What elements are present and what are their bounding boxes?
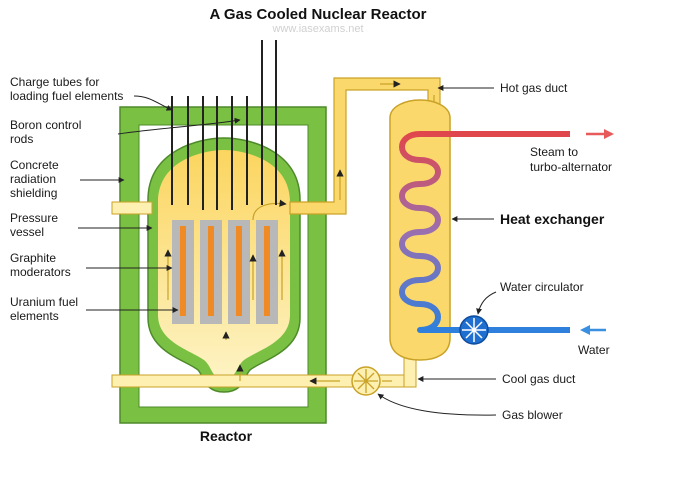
svg-text:vessel: vessel [10,225,44,239]
svg-text:Boron control: Boron control [10,118,81,132]
label-water: Water [578,343,610,357]
svg-text:Concrete: Concrete [10,158,59,172]
steam-pipe-overlay [450,131,570,137]
svg-text:Graphite: Graphite [10,251,56,265]
svg-text:shielding: shielding [10,186,57,200]
uranium-fuel-elements [180,226,270,316]
graphite-moderators [172,220,278,324]
label-charge-tubes: Charge tubes for loading fuel elements [10,75,173,111]
svg-text:Hot gas duct: Hot gas duct [500,81,568,95]
left-gas-stub [111,201,153,215]
svg-text:Water circulator: Water circulator [500,280,584,294]
charge-tubes [171,96,248,210]
svg-text:Steam to: Steam to [530,145,578,159]
svg-text:turbo-alternator: turbo-alternator [530,160,612,174]
svg-text:Heat exchanger: Heat exchanger [500,211,605,227]
label-graphite: Graphite moderators [10,251,173,279]
svg-text:loading fuel elements: loading fuel elements [10,89,123,103]
boron-control-rods [261,40,277,205]
heat-exchanger-coil [399,131,570,333]
svg-text:moderators: moderators [10,265,71,279]
label-boron-rods: Boron control rods [10,117,241,146]
gas-flow-arrows [164,199,287,340]
label-heat-exchanger: Heat exchanger [451,211,605,227]
label-cool-gas-duct: Cool gas duct [417,372,576,386]
svg-text:Cool gas duct: Cool gas duct [502,372,576,386]
watermark: www.iasexams.net [271,23,363,35]
label-water-circulator: Water circulator [476,280,584,315]
svg-text:elements: elements [10,309,59,323]
svg-text:Uranium fuel: Uranium fuel [10,295,78,309]
water-circulator [459,315,489,345]
label-uranium: Uranium fuel elements [10,295,179,323]
label-gas-blower: Gas blower [377,393,563,422]
svg-text:radiation: radiation [10,172,56,186]
reactor-label: Reactor [200,428,253,444]
svg-text:Gas blower: Gas blower [502,408,563,422]
label-concrete: Concrete radiation shielding [10,158,125,200]
water-in-arrowhead [580,325,590,335]
svg-text:Pressure: Pressure [10,211,58,225]
steam-out-arrowhead [604,129,614,139]
label-steam: Steam to turbo-alternator [530,145,612,174]
diagram-title: A Gas Cooled Nuclear Reactor [209,6,426,23]
label-hot-gas-duct: Hot gas duct [437,81,568,95]
label-pressure-vessel: Pressure vessel [10,211,153,239]
svg-text:Water: Water [578,343,610,357]
gas-blower [351,366,381,396]
water-pipe-overlay [450,327,570,333]
svg-text:rods: rods [10,132,33,146]
svg-text:Charge tubes for: Charge tubes for [10,75,99,89]
